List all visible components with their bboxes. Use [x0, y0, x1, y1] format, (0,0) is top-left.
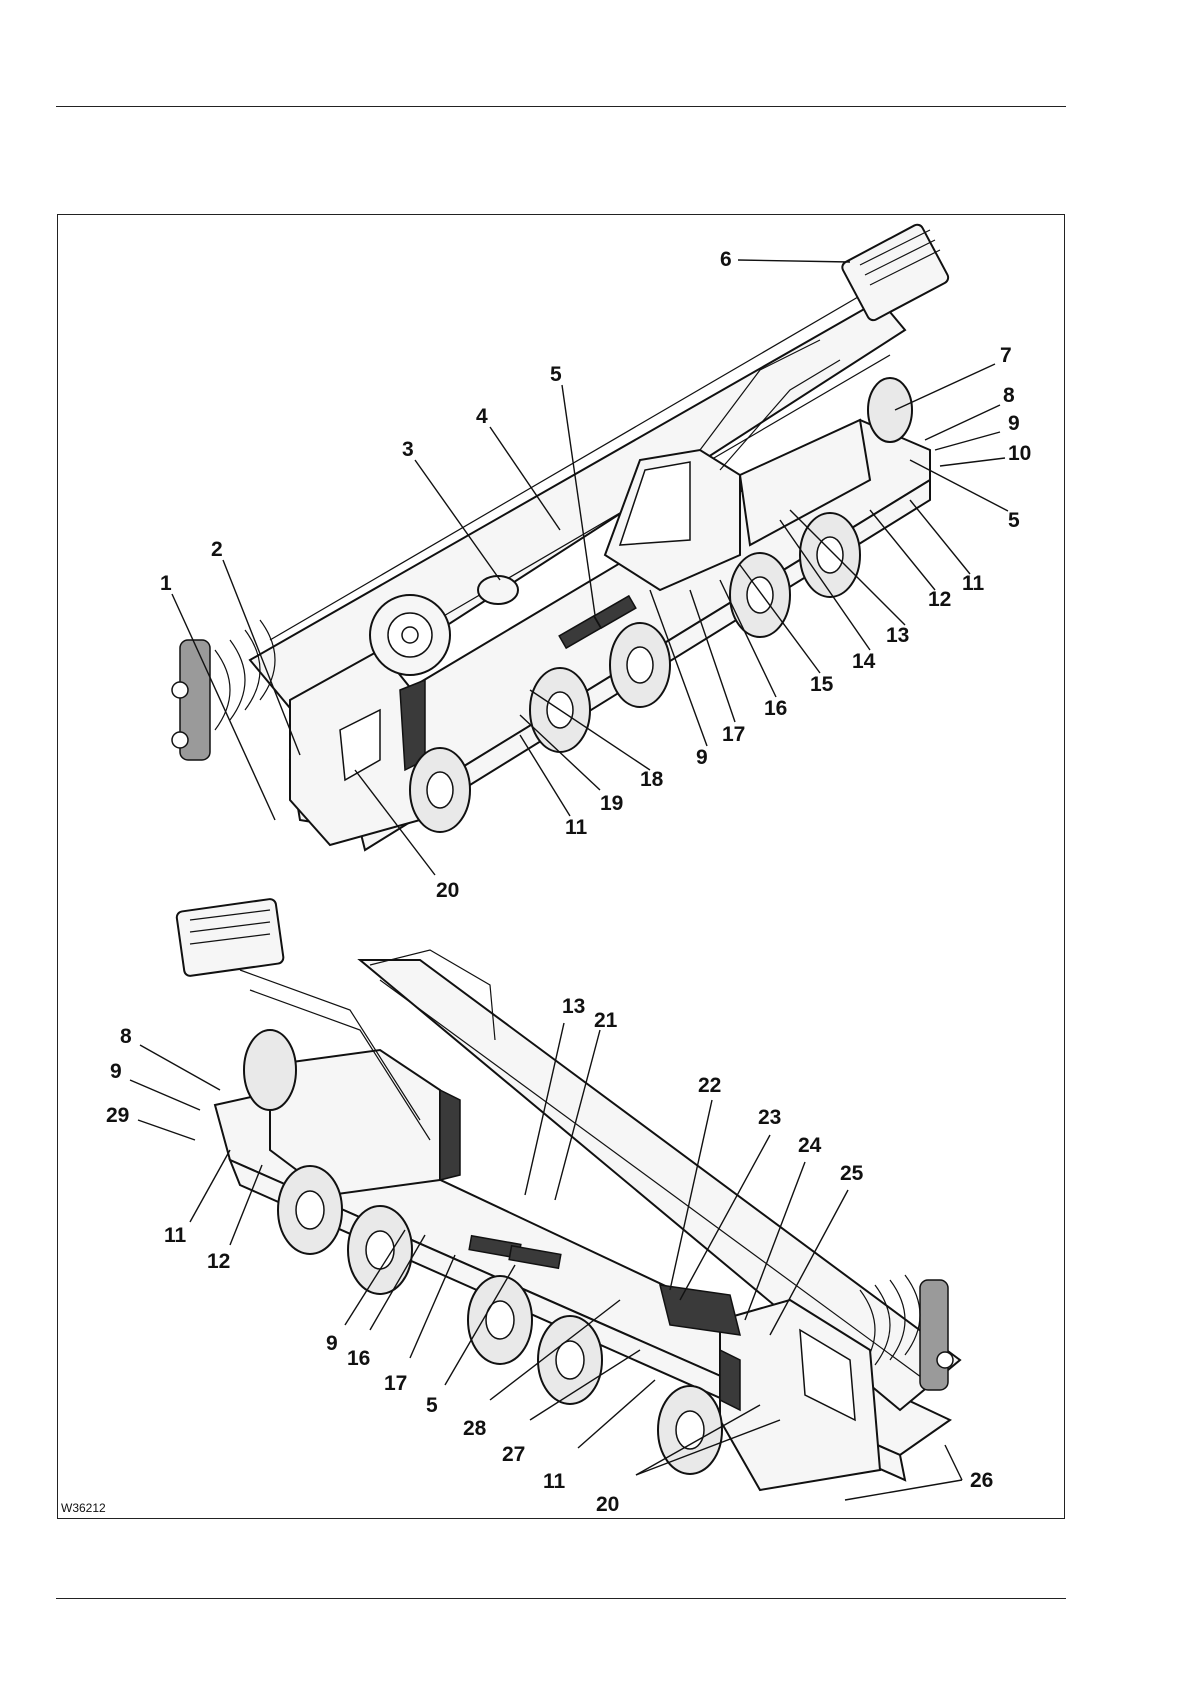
callout-16a: 16 — [764, 697, 787, 720]
callout-20a: 20 — [436, 879, 459, 902]
callout-6: 6 — [720, 248, 732, 271]
callout-10: 10 — [1008, 442, 1031, 465]
callout-13a: 13 — [886, 624, 909, 647]
crane-top-view — [172, 223, 950, 850]
callout-13b: 13 — [562, 995, 585, 1018]
crane-bottom-view — [176, 898, 960, 1490]
callout-12b: 12 — [207, 1250, 230, 1273]
callout-18: 18 — [640, 768, 664, 791]
callout-11c: 11 — [164, 1224, 187, 1247]
callout-27: 27 — [502, 1443, 525, 1466]
callout-25: 25 — [840, 1162, 864, 1185]
callout-16b: 16 — [347, 1347, 370, 1370]
callout-7: 7 — [1000, 344, 1012, 367]
callout-14: 14 — [852, 650, 876, 673]
callout-21: 21 — [594, 1009, 618, 1032]
callout-5c: 5 — [426, 1394, 438, 1417]
callout-24: 24 — [798, 1134, 822, 1157]
callout-3: 3 — [402, 438, 414, 461]
callout-19: 19 — [600, 792, 623, 815]
callout-9b: 9 — [696, 746, 708, 769]
callout-17b: 17 — [384, 1372, 407, 1395]
callout-20b: 20 — [596, 1493, 619, 1516]
callout-29: 29 — [106, 1104, 129, 1127]
callout-9c: 9 — [110, 1060, 122, 1083]
callout-26: 26 — [970, 1469, 993, 1492]
figure-reference: W36212 — [61, 1501, 106, 1515]
callout-9d: 9 — [326, 1332, 338, 1355]
winch-top — [840, 223, 950, 323]
callout-23: 23 — [758, 1106, 781, 1129]
callout-11b: 11 — [565, 816, 588, 839]
callout-9a: 9 — [1008, 412, 1020, 435]
boom-head-sheaves — [172, 620, 275, 760]
callout-22: 22 — [698, 1074, 721, 1097]
callout-8a: 8 — [1003, 384, 1015, 407]
callout-5b: 5 — [1008, 509, 1020, 532]
callout-8b: 8 — [120, 1025, 132, 1048]
callout-17a: 17 — [722, 723, 745, 746]
callout-11a: 11 — [962, 572, 985, 595]
callout-15: 15 — [810, 673, 834, 696]
callout-5a: 5 — [550, 363, 562, 386]
callout-4: 4 — [476, 405, 488, 428]
callout-11d: 11 — [543, 1470, 566, 1493]
callout-2: 2 — [211, 538, 223, 561]
callout-12a: 12 — [928, 588, 951, 611]
callouts-top: 1 2 3 4 5 6 7 8 9 10 5 11 12 13 14 15 16… — [160, 248, 1031, 902]
callout-28: 28 — [463, 1417, 487, 1440]
callout-1: 1 — [160, 572, 172, 595]
winch-bottom — [176, 898, 284, 976]
cable-drum — [370, 595, 450, 675]
